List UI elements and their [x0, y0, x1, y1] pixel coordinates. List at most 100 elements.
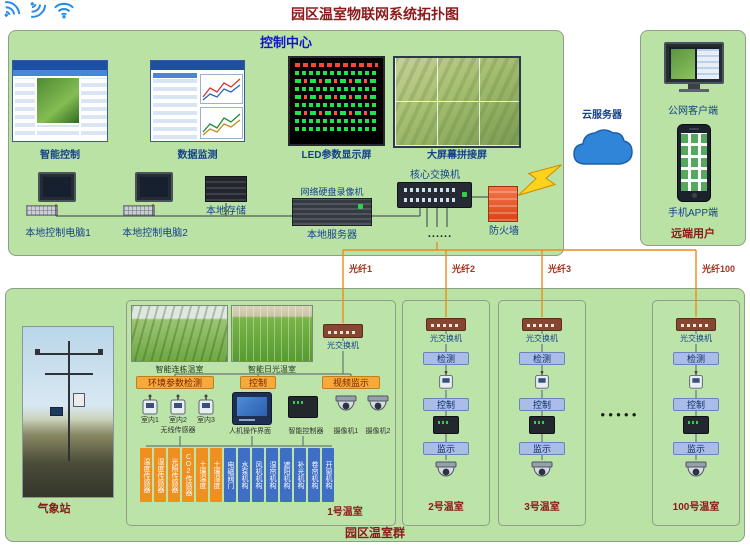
actuator-bar: 湿帘机构 [266, 448, 278, 502]
screenshot-data-monitoring [150, 60, 245, 142]
photo-caption: 智能日光温室 [248, 365, 296, 374]
switch-led [462, 192, 467, 197]
detect-pill: 检测 [519, 352, 565, 365]
web-client-label: 公网客户端 [668, 106, 718, 117]
station-datalogger [73, 393, 85, 407]
pc1-label: 本地控制电脑1 [25, 228, 91, 239]
phone-app-grid [681, 133, 707, 191]
fiber-label-3: 光纤3 [548, 264, 572, 274]
sensor-actuator-bars: 温度传感器 湿度传感器 光照传感器 CO2传感器 土壤温度 土壤湿度 电磁阀门 … [140, 448, 334, 502]
mini-plant-photo [37, 78, 79, 123]
monitor-pill: 监示 [519, 442, 565, 455]
monitor-pill: 监示 [673, 442, 719, 455]
station-sensor [35, 349, 40, 355]
dome-camera-icon [531, 461, 553, 477]
wireless-sensor-icon [689, 370, 703, 389]
server-rack-icon [292, 198, 372, 226]
core-switch-label: 核心交换机 [410, 170, 460, 181]
fiber-label-100: 光纤100 [702, 264, 736, 274]
park-title: 园区温室群 [344, 526, 405, 540]
wifi-icon [4, 1, 21, 17]
multi-span-greenhouse-photo [131, 305, 228, 362]
phone-home-button [691, 193, 697, 198]
optical-switch-label: 光交换机 [430, 334, 462, 343]
firewall-label: 防火墙 [489, 226, 519, 237]
screen-label-video-wall: 大屏幕拼接屏 [427, 150, 487, 161]
wireless-sensor-icon [439, 370, 453, 389]
env-section-pill: 环境参数检测 [136, 376, 214, 389]
monitor-pill: 监示 [423, 442, 469, 455]
sensor-bar: 温度传感器 [140, 448, 152, 502]
screen-label-data-monitoring: 数据监测 [177, 150, 218, 161]
detect-pill: 检测 [673, 352, 719, 365]
dome-camera-icon [335, 395, 357, 411]
controller-label: 智能控制器 [288, 428, 324, 435]
firewall-icon [488, 186, 518, 222]
led-title-row [295, 63, 378, 67]
actuator-bar: 开窗机构 [322, 448, 334, 502]
fiber-label-1: 光纤1 [349, 264, 373, 274]
page-title: 园区温室物联网系统拓扑图 [291, 6, 459, 22]
wifi-icon [54, 2, 74, 19]
video-wall [393, 56, 521, 148]
controller-icon [433, 416, 459, 434]
wireless-sensors-caption: 无线传感器 [160, 427, 196, 434]
sensor-bar: 湿度传感器 [154, 448, 166, 502]
mini-line-chart [200, 107, 243, 139]
sensor-bar: 光照传感器 [168, 448, 180, 502]
greenhouse-name: 3号温室 [524, 502, 560, 513]
screen-label-intelligent-control: 智能控制 [40, 150, 80, 161]
sensor-bar: 土壤湿度 [210, 448, 222, 502]
cloud-icon [573, 129, 633, 165]
control-pill: 控制 [423, 398, 469, 411]
monitor-stand [688, 84, 700, 89]
led-display [288, 56, 385, 146]
station-pole [68, 341, 70, 461]
control-pill: 控制 [673, 398, 719, 411]
local-pc2-monitor-icon [135, 172, 173, 202]
actuator-bar: 卷帘机构 [308, 448, 320, 502]
indoor-sensor-label: 室内2 [169, 417, 187, 424]
sensor-bar: CO2传感器 [182, 448, 194, 502]
camera-label: 摄像机2 [365, 428, 391, 435]
wireless-sensor-icon [170, 394, 186, 415]
mini-table [153, 73, 197, 139]
station-crossarm [45, 373, 93, 375]
local-pc1-monitor-icon [38, 172, 76, 202]
video-section-pill: 视频监示 [322, 376, 380, 389]
mini-toolbar [13, 70, 107, 76]
chart-lines [202, 78, 241, 101]
mini-table-header [153, 73, 197, 78]
storage-device-icon [205, 176, 247, 202]
wireless-sensor-icon [198, 394, 214, 415]
mini-ui-panel [697, 49, 719, 79]
monitor-base [679, 89, 709, 92]
pc2-label: 本地控制电脑2 [122, 228, 188, 239]
controller-icon [529, 416, 555, 434]
mini-status-bar [37, 125, 79, 135]
control-center-title: 控制中心 [259, 35, 312, 50]
screenshot-intelligent-control [12, 60, 108, 142]
solar-greenhouse-photo [231, 305, 313, 362]
optical-switch-icon [522, 318, 562, 331]
wireless-sensor-icon [535, 370, 549, 389]
ctrl-section-pill: 控制 [240, 376, 276, 389]
optical-switch-label: 光交换机 [327, 341, 359, 350]
actuator-bar: 水泵机构 [238, 448, 250, 502]
cloud-label: 云服务器 [582, 110, 622, 121]
phone-icon [677, 124, 711, 202]
chart-lines [202, 113, 241, 136]
mini-garden-photo [671, 49, 695, 79]
mini-header [13, 61, 107, 70]
actuator-bar: 补光机构 [294, 448, 306, 502]
greenhouse-name: 100号温室 [672, 502, 720, 513]
control-pill: 控制 [519, 398, 565, 411]
optical-switch-icon [426, 318, 466, 331]
camera-label: 摄像机1 [333, 428, 359, 435]
optical-switch-icon [676, 318, 716, 331]
hmi-label: 人机操作界面 [229, 428, 271, 435]
greenhouse-name: 1号温室 [327, 507, 363, 518]
dome-camera-icon [435, 461, 457, 477]
indoor-sensor-label: 室内1 [141, 417, 159, 424]
